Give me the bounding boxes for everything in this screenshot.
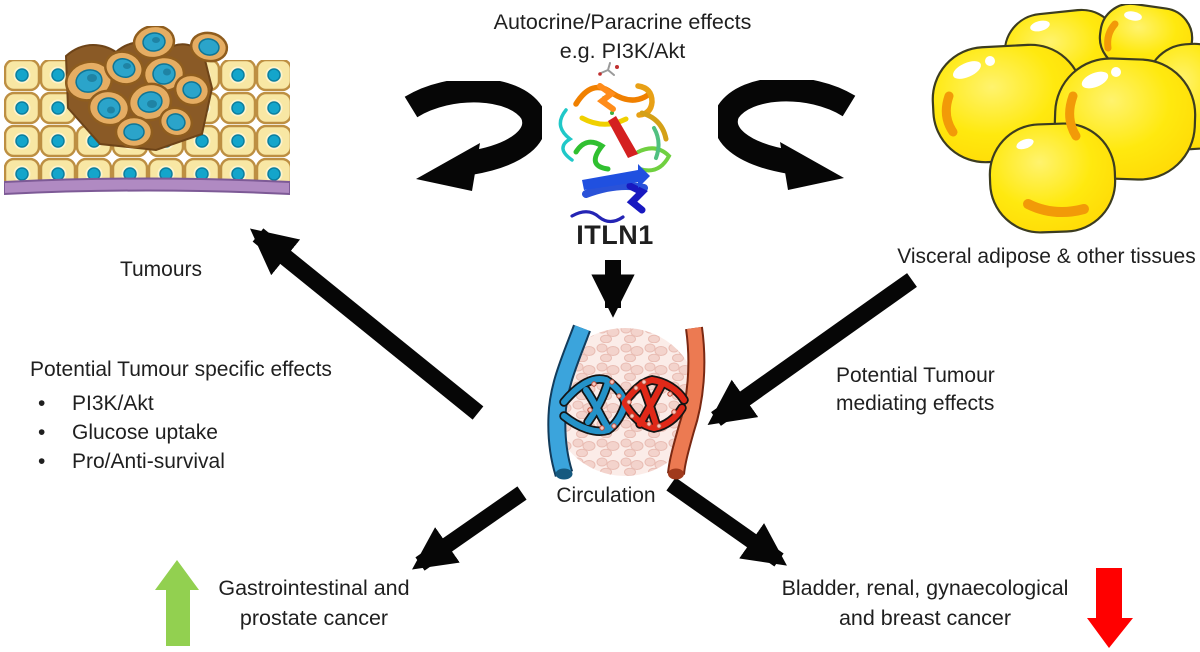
increase-arrow-icon	[155, 560, 199, 646]
autocrine-cycle-arrow-left-icon	[404, 81, 542, 191]
gi-prostate-line2: prostate cancer	[239, 606, 389, 630]
tumour-mediating-effects-block: Potential Tumour mediating effects	[836, 362, 1056, 418]
bladder-breast-cancer-label: Bladder, renal, gynaecological and breas…	[758, 573, 1092, 633]
tumour-mediating-line1: Potential Tumour	[836, 364, 995, 387]
tumour-specific-effects-title: Potential Tumour specific effects	[30, 358, 332, 381]
bullet-icon: •	[38, 450, 46, 473]
protein-name-label: ITLN1	[576, 220, 654, 250]
arrow-circulation-to-gi-prostate	[412, 486, 527, 571]
autocrine-effects-line2: e.g. PI3K/Akt	[559, 38, 686, 63]
bullet-text: Pro/Anti-survival	[72, 450, 225, 473]
autocrine-cycle-arrow-right-icon	[718, 80, 856, 190]
bullet-text: Glucose uptake	[72, 421, 218, 444]
tumours-label: Tumours	[119, 258, 203, 281]
list-item: • PI3K/Akt	[30, 389, 360, 418]
gi-prostate-cancer-label: Gastrointestinal and prostate cancer	[198, 573, 430, 633]
arrow-circulation-to-bladder-breast	[666, 477, 787, 567]
list-item: • Pro/Anti-survival	[30, 447, 360, 476]
itln1-protein-structure-illustration	[558, 62, 672, 224]
list-item: • Glucose uptake	[30, 418, 360, 447]
visceral-adipose-label: Visceral adipose & other tissues	[897, 245, 1196, 268]
arrow-circulation-to-tumours	[249, 228, 484, 420]
tumour-specific-effects-block: Potential Tumour specific effects • PI3K…	[30, 358, 360, 476]
autocrine-effects-label: Autocrine/Paracrine effects e.g. PI3K/Ak…	[455, 8, 790, 66]
bullet-text: PI3K/Akt	[72, 392, 154, 415]
decrease-arrow-icon	[1087, 568, 1133, 648]
bladder-breast-line2: and breast cancer	[838, 606, 1012, 630]
circulation-label: Circulation	[556, 484, 656, 507]
bladder-breast-line1: Bladder, renal, gynaecological	[781, 576, 1069, 600]
bullet-icon: •	[38, 392, 46, 415]
autocrine-effects-line1: Autocrine/Paracrine effects	[493, 10, 752, 34]
tumour-tissue-illustration	[4, 26, 290, 196]
tumour-mediating-line2: mediating effects	[836, 392, 995, 415]
bullet-icon: •	[38, 421, 46, 444]
gi-prostate-line1: Gastrointestinal and	[218, 576, 410, 600]
arrow-adipose-to-circulation	[707, 273, 917, 426]
adipose-tissue-illustration	[931, 4, 1200, 234]
circulation-illustration	[547, 324, 706, 480]
